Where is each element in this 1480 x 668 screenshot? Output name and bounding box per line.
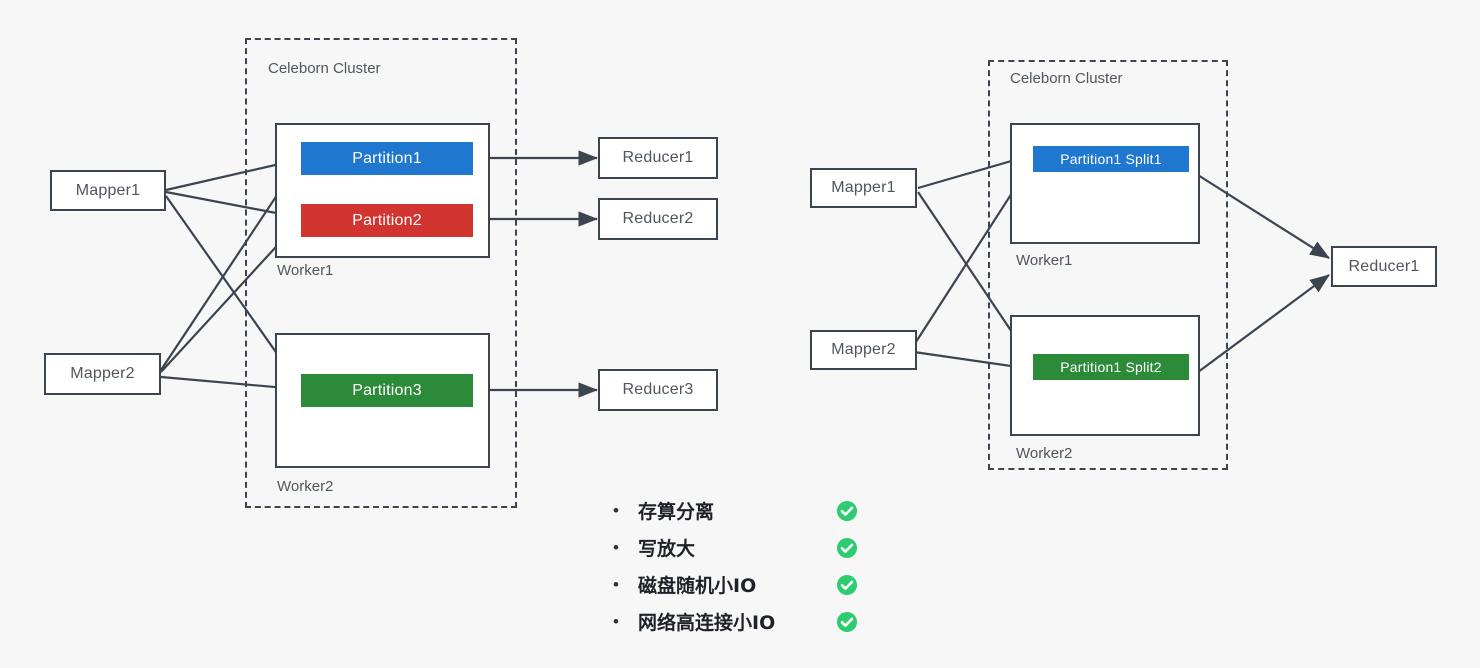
left-reducer3-box[interactable]: Reducer3 — [598, 369, 718, 411]
bullet-label: 存算分离 — [638, 501, 715, 523]
bullet-marker-icon: • — [613, 538, 619, 557]
bullet-label: 网络高连接小IO — [638, 612, 776, 634]
left-worker1-label: Worker1 — [277, 262, 334, 279]
list-item: • 存算分离 — [608, 492, 888, 529]
right-worker1-label: Worker1 — [1016, 252, 1073, 269]
check-circle-icon — [836, 574, 858, 596]
right-partition1-split2-box[interactable]: Partition1 Split2 — [1033, 354, 1189, 380]
right-celeborn-cluster-boundary — [988, 60, 1228, 470]
left-reducer1-box[interactable]: Reducer1 — [598, 137, 718, 179]
bullet-marker-icon: • — [613, 575, 619, 594]
left-mapper1-box[interactable]: Mapper1 — [50, 170, 166, 211]
left-reducer2-box[interactable]: Reducer2 — [598, 198, 718, 240]
left-mapper2-box[interactable]: Mapper2 — [44, 353, 161, 395]
right-mapper2-box[interactable]: Mapper2 — [810, 330, 917, 370]
left-partition2-box[interactable]: Partition2 — [301, 204, 473, 237]
list-item: • 磁盘随机小IO — [608, 566, 888, 603]
list-item: • 网络高连接小IO — [608, 603, 888, 640]
right-worker2-label: Worker2 — [1016, 445, 1073, 462]
check-circle-icon — [836, 611, 858, 633]
list-item: • 写放大 — [608, 529, 888, 566]
check-circle-icon — [836, 500, 858, 522]
left-partition1-box[interactable]: Partition1 — [301, 142, 473, 175]
right-cluster-label: Celeborn Cluster — [1010, 70, 1123, 87]
feature-bullet-list: • 存算分离 • 写放大 • 磁盘随机小IO — [608, 492, 888, 640]
right-reducer1-box[interactable]: Reducer1 — [1331, 246, 1437, 287]
left-celeborn-cluster-boundary — [245, 38, 517, 508]
bullet-label: 磁盘随机小IO — [638, 575, 757, 597]
right-mapper1-box[interactable]: Mapper1 — [810, 168, 917, 208]
right-partition1-split1-box[interactable]: Partition1 Split1 — [1033, 146, 1189, 172]
left-worker2-label: Worker2 — [277, 478, 334, 495]
check-circle-icon — [836, 537, 858, 559]
right-worker1-box — [1010, 123, 1200, 244]
left-cluster-label: Celeborn Cluster — [268, 60, 381, 77]
bullet-marker-icon: • — [613, 612, 619, 631]
bullet-label: 写放大 — [638, 538, 696, 560]
bullet-marker-icon: • — [613, 501, 619, 520]
left-partition3-box[interactable]: Partition3 — [301, 374, 473, 407]
